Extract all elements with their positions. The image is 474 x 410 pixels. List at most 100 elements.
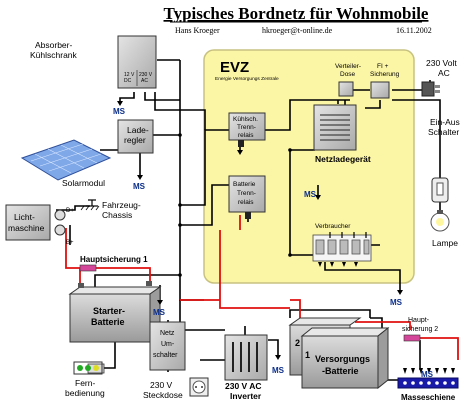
hauptsicherung-2-label-line1: Haupt- xyxy=(408,317,430,324)
switch-label-line1: Ein-Aus xyxy=(430,117,460,127)
diagram-title: Typisches Bordnetz für Wohnmobile xyxy=(164,4,429,23)
supply-battery-label-line2: -Batterie xyxy=(322,366,359,376)
d-plus-label: D+ xyxy=(66,208,74,214)
ms-ground-icon: MS xyxy=(113,101,126,116)
verteiler-label-line1: Verteiler- xyxy=(335,63,361,70)
mains-charger-label: Netzladegerät xyxy=(315,154,371,164)
lichtmaschine: Licht- maschine D+ B+ xyxy=(5,204,74,246)
starter-battery: Starter- Batterie xyxy=(68,281,162,343)
fuse-2-icon xyxy=(403,334,421,342)
mains-switchover: Netz Um- schalter xyxy=(149,321,186,371)
fridge-230v-label: 230 V xyxy=(139,72,153,78)
laderegler-label-line1: Lade- xyxy=(127,125,149,135)
lamp-label: Lampe xyxy=(432,238,458,248)
ms-ground-icon: MS xyxy=(304,190,321,200)
inverter-label-line1: 230 V AC xyxy=(225,381,262,391)
mains-charger: Netzladegerät xyxy=(313,104,371,164)
verteiler-label-line2: Dose xyxy=(340,71,356,78)
netzumschalter-label-line1: Netz xyxy=(160,330,175,337)
netzumschalter-label-line3: schalter xyxy=(153,352,178,359)
solar-module-label: Solarmodul xyxy=(62,178,105,188)
absorber-fridge: Absorber- Kühlschrank 12 V DC 230 V AC xyxy=(30,35,157,89)
remote-label-line1: Fern- xyxy=(75,378,95,388)
absorber-label-line2: Kühlschrank xyxy=(30,50,78,60)
fridge-relay-label-line1: Kühlsch. xyxy=(233,116,258,123)
svg-text:MS: MS xyxy=(421,370,434,379)
ms-ground-icon: MS xyxy=(133,175,146,191)
solar-module: Solarmodul xyxy=(20,139,112,188)
ms-ground-icon: MS xyxy=(153,300,166,317)
ms-ground-icon: MS xyxy=(272,355,285,375)
remote-control: Fern- bedienung xyxy=(65,361,105,398)
fahrzeug-label-line2: Chassis xyxy=(102,210,132,220)
v230-label-line1: 230 Volt xyxy=(426,58,457,68)
fi-breaker-icon xyxy=(370,81,390,99)
battery-relay-label-line2: Trenn- xyxy=(237,190,256,197)
evz-title: EVZ xyxy=(220,59,249,76)
author-label: Hans Kroeger xyxy=(175,26,220,35)
fridge-cutoff-relay: Kühlsch. Trenn- relais xyxy=(228,112,266,147)
fridge-relay-label-line2: Trenn- xyxy=(237,124,256,131)
absorber-label-line1: Absorber- xyxy=(35,40,72,50)
ms-markers: MS MS MS MS MS MS MS xyxy=(113,101,434,379)
socket-outlet: 230 V Steckdose xyxy=(143,377,209,400)
hauptsicherung-2-label-line2: sicherung 2 xyxy=(402,326,438,333)
fi-label-line1: FI + xyxy=(377,63,389,70)
evz-subtitle: Energie Versorgungs Zentrale xyxy=(215,76,279,82)
socket-label-line2: Steckdose xyxy=(143,390,183,400)
battery-number-1: 1 xyxy=(305,350,310,360)
battery-cutoff-relay: Batterie Trenn- relais xyxy=(228,175,266,219)
laderegler-label-line2: regler xyxy=(124,135,146,145)
evz-panel xyxy=(203,49,415,284)
ms-ground-icon xyxy=(237,150,243,155)
chassis-ground-icon xyxy=(80,199,100,211)
v230-label-line2: AC xyxy=(438,68,450,78)
fridge-relay-label-line3: relais xyxy=(238,132,254,139)
consumers-label: Verbraucher xyxy=(315,223,351,230)
red-wires xyxy=(65,215,459,360)
ms-ground-icon: MS xyxy=(421,370,434,379)
svg-text:MS: MS xyxy=(133,182,146,191)
fuse-1-icon xyxy=(79,264,97,272)
ms-ground-icon: MS xyxy=(390,290,403,307)
svg-text:MS: MS xyxy=(390,298,403,307)
hauptsicherung-1-label: Hauptsicherung 1 xyxy=(80,255,148,264)
svg-text:MS: MS xyxy=(272,366,285,375)
battery-relay-label-line1: Batterie xyxy=(233,181,256,188)
battery-relay-label-line3: relais xyxy=(238,199,254,206)
laderegler: Lade- regler xyxy=(117,119,154,154)
starter-label-line1: Starter- xyxy=(93,306,125,316)
fridge-12v-label: 12 V xyxy=(124,72,135,78)
lamp-icon xyxy=(430,210,450,232)
lichtmaschine-label-line2: maschine xyxy=(8,223,45,233)
starter-label-line2: Batterie xyxy=(91,317,125,327)
distribution-box-icon xyxy=(338,81,354,97)
supply-battery-label-line1: Versorgungs xyxy=(315,354,370,364)
b-plus-label: B+ xyxy=(66,240,74,246)
svg-text:MS: MS xyxy=(153,308,166,317)
date-label: 16.11.2002 xyxy=(396,26,432,35)
switch-label-line2: Schalter xyxy=(428,127,459,137)
ground-busbar: Masseschiene xyxy=(397,368,459,402)
netzumschalter-label-line2: Um- xyxy=(161,341,175,348)
socket-label-line1: 230 V xyxy=(150,380,173,390)
email-label: hkroeger@t-online.de xyxy=(262,26,333,35)
svg-text:MS: MS xyxy=(113,107,126,116)
supply-battery-1: 1 Versorgungs -Batterie xyxy=(300,326,390,390)
fridge-dc-label: DC xyxy=(124,78,132,84)
battery-number-2: 2 xyxy=(295,338,300,348)
lichtmaschine-label-line1: Licht- xyxy=(14,212,35,222)
svg-text:MS: MS xyxy=(304,190,317,199)
fahrzeug-label-line1: Fahrzeug- xyxy=(102,200,141,210)
inverter-label-line2: Inverter xyxy=(230,391,262,401)
power-plug-icon xyxy=(421,81,440,97)
wire-junctions xyxy=(178,133,292,277)
inverter: 230 V AC Inverter xyxy=(224,334,268,401)
busbar-label: Masseschiene xyxy=(401,393,456,402)
fi-label-line2: Sicherung xyxy=(370,71,400,78)
consumer-fuse-block xyxy=(312,234,372,267)
fridge-ac-label: AC xyxy=(141,78,148,84)
remote-label-line2: bedienung xyxy=(65,388,105,398)
